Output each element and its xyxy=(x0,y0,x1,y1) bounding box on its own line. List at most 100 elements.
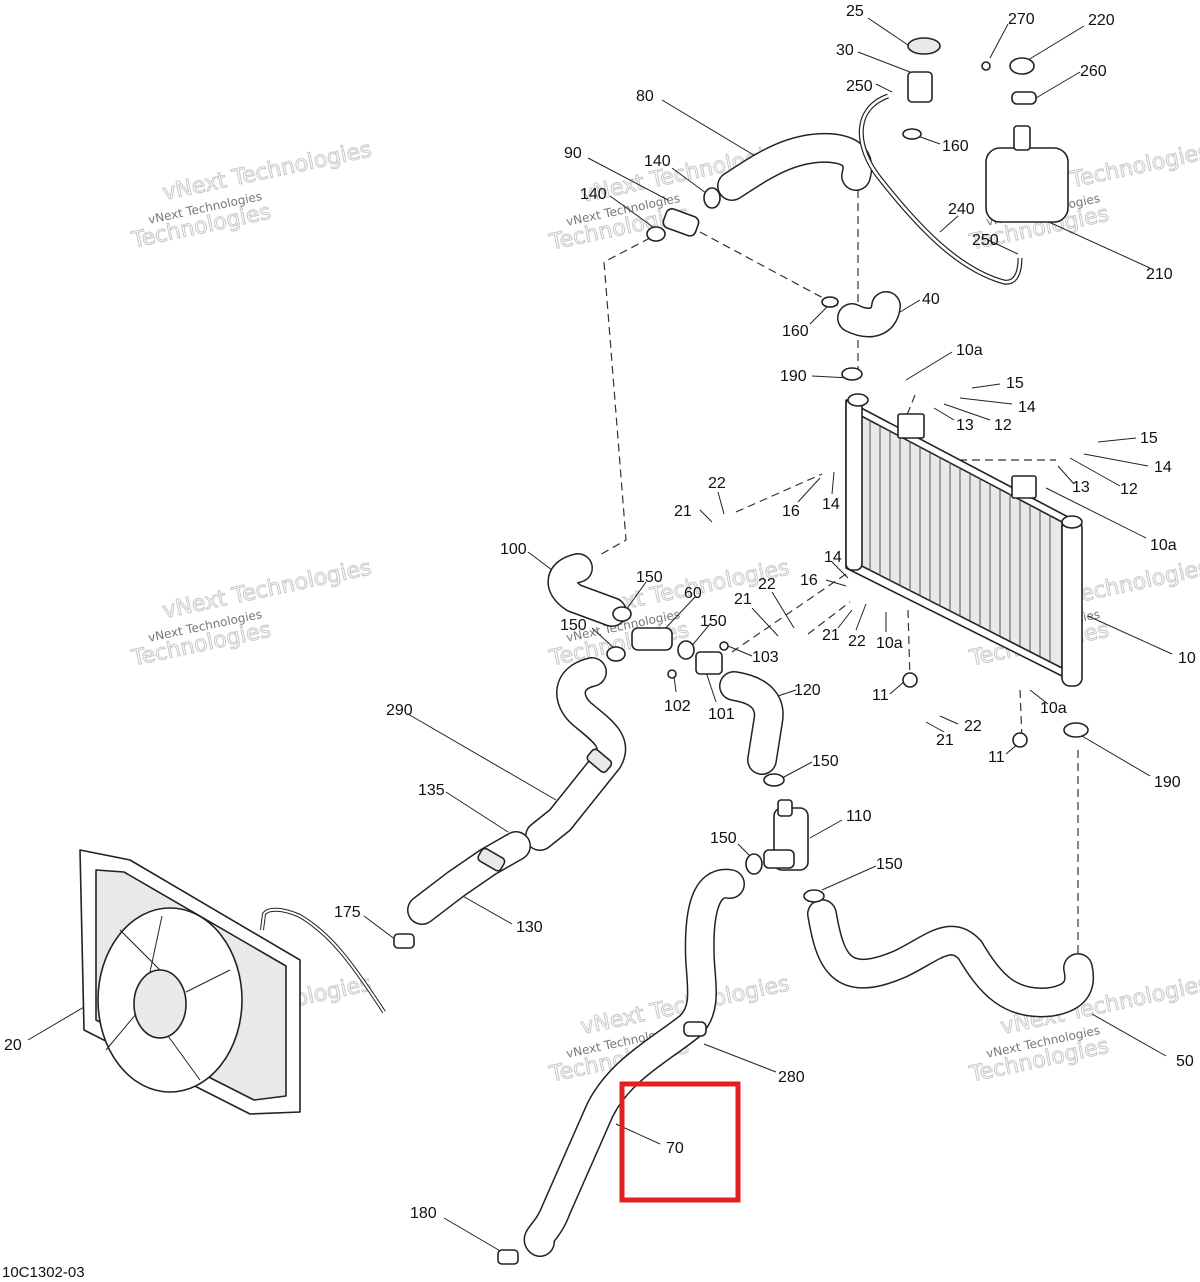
callout: 12 xyxy=(1120,481,1138,498)
callout: 22 xyxy=(758,576,776,593)
sleeve-130 xyxy=(477,847,506,872)
bracket-101 xyxy=(695,651,723,675)
callout: 250 xyxy=(972,232,999,249)
fan-assembly xyxy=(79,849,301,1115)
clamp-190-bottom xyxy=(1063,722,1089,738)
clamp-160 xyxy=(821,296,839,308)
callout: 21 xyxy=(674,503,692,520)
callout: 16 xyxy=(800,572,818,589)
hose-40 xyxy=(837,291,901,338)
reference-code: 10C1302-03 xyxy=(2,1264,85,1281)
reservoir-neck xyxy=(1013,125,1031,151)
callout: 22 xyxy=(964,718,982,735)
callout: 210 xyxy=(1146,266,1173,283)
bolt-103 xyxy=(719,641,729,651)
highlight-box xyxy=(619,1081,741,1203)
callout: 120 xyxy=(794,682,821,699)
callout: 21 xyxy=(936,732,954,749)
callout: 15 xyxy=(1140,430,1158,447)
radiator-core-fins xyxy=(859,414,1051,661)
callout: 10a xyxy=(1150,537,1177,554)
callout: 250 xyxy=(846,78,873,95)
callout: 150 xyxy=(560,617,587,634)
callout: 30 xyxy=(836,42,854,59)
clamp-280 xyxy=(683,1021,707,1037)
hoses xyxy=(260,93,1095,1257)
callout: 21 xyxy=(734,591,752,608)
grommet-11 xyxy=(902,672,918,688)
callout: 180 xyxy=(410,1205,437,1222)
callout: 10a xyxy=(876,635,903,652)
clamp-140-b xyxy=(646,226,666,242)
callout: 13 xyxy=(956,417,974,434)
cap-180 xyxy=(497,1249,519,1265)
callout: 14 xyxy=(822,496,840,513)
callout: 101 xyxy=(708,706,735,723)
callout: 150 xyxy=(636,569,663,586)
callout: 15 xyxy=(1006,375,1024,392)
clamp-160-top xyxy=(902,128,922,140)
grommet-11-b xyxy=(1012,732,1028,748)
callout: 10a xyxy=(956,342,983,359)
callout: 25 xyxy=(846,3,864,20)
hose-290 xyxy=(525,657,627,851)
tee-60 xyxy=(631,627,673,651)
clamp-260 xyxy=(1011,91,1037,105)
callout: 260 xyxy=(1080,63,1107,80)
callout: 20 xyxy=(4,1037,22,1054)
watermark: vNext Technologies vNext Technologies Te… xyxy=(128,555,374,672)
clamp-150-thermo-top xyxy=(763,773,785,787)
sleeve-135 xyxy=(586,748,613,774)
hose-130 xyxy=(407,831,531,925)
callout: 140 xyxy=(580,186,607,203)
callout: 150 xyxy=(876,856,903,873)
callout: 270 xyxy=(1008,11,1035,28)
hose-100 xyxy=(547,553,627,627)
clamp-150-a xyxy=(612,606,632,622)
callout: 150 xyxy=(700,613,727,630)
callout: 190 xyxy=(1154,774,1181,791)
clamp-150-b xyxy=(606,646,626,662)
cap-175 xyxy=(393,933,415,949)
callout: 22 xyxy=(708,475,726,492)
callout: 10a xyxy=(1040,700,1067,717)
callout: 11 xyxy=(988,749,1005,766)
hose-80 xyxy=(717,132,873,201)
callout: 14 xyxy=(824,549,842,566)
filler-neck-30 xyxy=(907,71,933,103)
callout: 103 xyxy=(752,649,779,666)
screw-270 xyxy=(981,61,991,71)
callout: 22 xyxy=(848,633,866,650)
callout: 11 xyxy=(872,687,889,704)
reservoir-210 xyxy=(985,147,1069,223)
clamp-150-c xyxy=(677,640,695,660)
callout: 90 xyxy=(564,145,582,162)
callout: 12 xyxy=(994,417,1012,434)
clamp-140 xyxy=(703,187,721,209)
callout: 10 xyxy=(1178,650,1196,667)
callout: 100 xyxy=(500,541,527,558)
callout: 60 xyxy=(684,585,702,602)
clamp-150-thermo-bottom xyxy=(803,889,825,903)
callout: 102 xyxy=(664,698,691,715)
callout: 40 xyxy=(922,291,940,308)
callout: 160 xyxy=(942,138,969,155)
callout: 190 xyxy=(780,368,807,385)
callout: 150 xyxy=(710,830,737,847)
svg-text:vNext Technologies: vNext Technologies xyxy=(161,555,374,624)
radiator xyxy=(845,393,1083,687)
callout: 280 xyxy=(778,1069,805,1086)
callout: 160 xyxy=(782,323,809,340)
hose-120 xyxy=(719,671,784,775)
small-parts xyxy=(393,37,1089,1265)
callout: 140 xyxy=(644,153,671,170)
callout: 14 xyxy=(1154,459,1172,476)
callout: 50 xyxy=(1176,1053,1194,1070)
hose-50 xyxy=(807,899,1095,1018)
clamp-150-thermo-left xyxy=(745,853,763,875)
callout: 14 xyxy=(1018,399,1036,416)
fitting-90 xyxy=(662,208,700,237)
callout: 240 xyxy=(948,201,975,218)
callout: 80 xyxy=(636,88,654,105)
